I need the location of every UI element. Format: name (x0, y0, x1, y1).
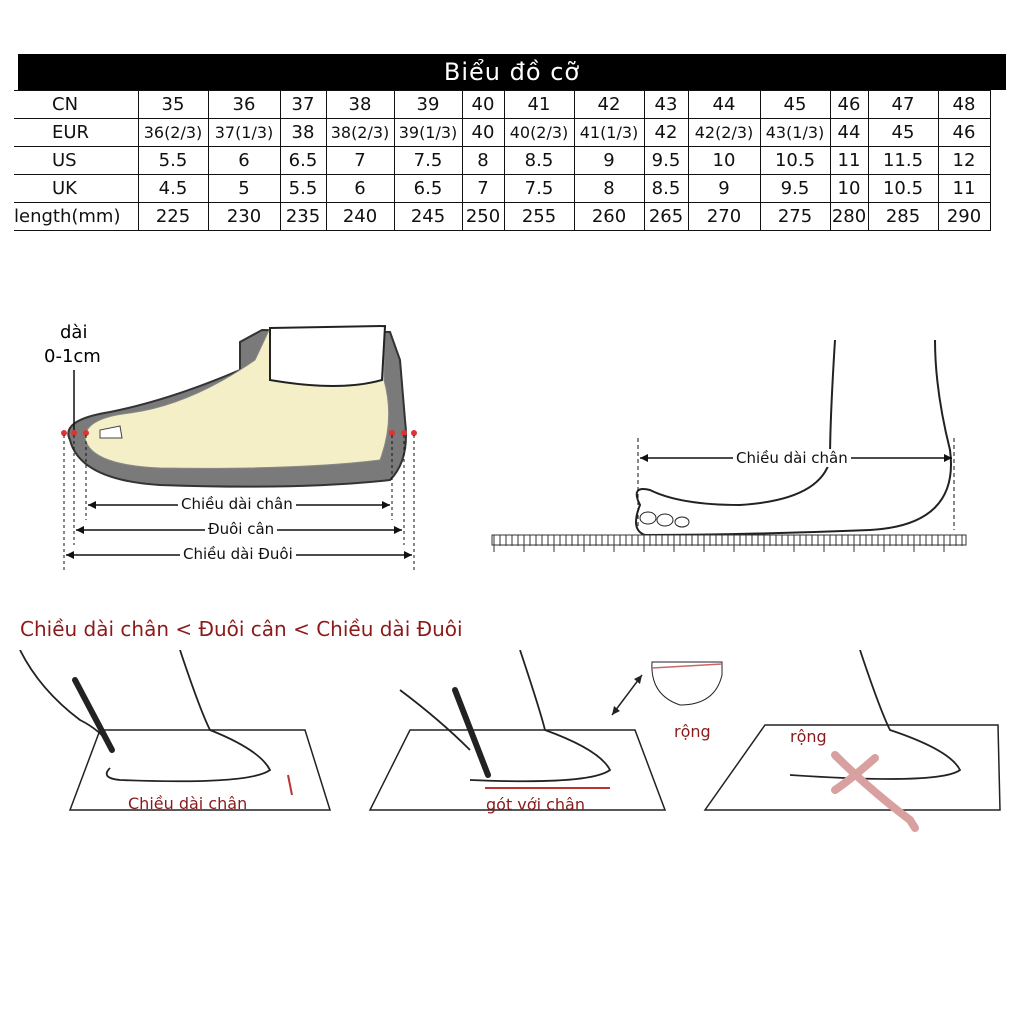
table-cell: 46 (829, 90, 869, 119)
table-cell: 280 (829, 202, 869, 231)
table-cell: 250 (461, 202, 505, 231)
table-cell: 47 (867, 90, 939, 119)
foot-ruler-diagram (491, 339, 967, 552)
table-cell: 11 (937, 174, 991, 203)
dim-foot-length-ruler: Chiều dài chân (733, 449, 851, 467)
table-cell: 240 (325, 202, 395, 231)
table-cell: 12 (937, 146, 991, 175)
table-cell: 11.5 (867, 146, 939, 175)
table-cell: 8.5 (503, 146, 575, 175)
measure-steps (19, 650, 1001, 832)
table-cell: 9.5 (759, 174, 831, 203)
table-cell: 41 (503, 90, 575, 119)
table-cell: 8 (461, 146, 505, 175)
table-cell: 8 (573, 174, 645, 203)
shoe-diagram (61, 324, 417, 570)
table-cell: 10 (687, 146, 761, 175)
table-cell: 43(1/3) (759, 118, 831, 147)
row-label: UK (14, 174, 139, 203)
table-cell: 36(2/3) (137, 118, 209, 147)
table-cell: 230 (207, 202, 281, 231)
table-cell: 5.5 (279, 174, 327, 203)
table-cell: 255 (503, 202, 575, 231)
step3-label: rộng (790, 727, 827, 746)
table-cell: 10 (829, 174, 869, 203)
dim-foot-length: Chiều dài chân (178, 495, 296, 513)
table-cell: 42 (643, 118, 689, 147)
dim-insole: Đuôi cân (205, 520, 278, 538)
size-chart-title: Biểu đồ cỡ (18, 54, 1006, 90)
step2-width-label: rộng (674, 722, 711, 741)
table-cell: 39(1/3) (393, 118, 463, 147)
table-cell: 41(1/3) (573, 118, 645, 147)
table-cell: 40 (461, 90, 505, 119)
table-cell: 38(2/3) (325, 118, 395, 147)
table-cell: 285 (867, 202, 939, 231)
table-cell: 5.5 (137, 146, 209, 175)
table-cell: 6.5 (279, 146, 327, 175)
table-cell: 270 (687, 202, 761, 231)
table-cell: 7.5 (503, 174, 575, 203)
table-cell: 35 (137, 90, 209, 119)
table-cell: 245 (393, 202, 463, 231)
table-cell: 42 (573, 90, 645, 119)
note-label-1: dài (60, 322, 88, 343)
table-cell: 42(2/3) (687, 118, 761, 147)
note-label-2: 0-1cm (44, 346, 101, 367)
table-cell: 275 (759, 202, 831, 231)
table-cell: 38 (325, 90, 395, 119)
table-cell: 8.5 (643, 174, 689, 203)
table-cell: 40(2/3) (503, 118, 575, 147)
table-cell: 37(1/3) (207, 118, 281, 147)
table-cell: 40 (461, 118, 505, 147)
row-label: length(mm) (14, 202, 139, 231)
table-cell: 235 (279, 202, 327, 231)
comparison-text: Chiều dài chân < Đuôi cân < Chiều dài Đu… (20, 617, 463, 641)
dim-total-length: Chiều dài Đuôi (180, 545, 296, 563)
table-cell: 7.5 (393, 146, 463, 175)
table-cell: 48 (937, 90, 991, 119)
table-cell: 45 (867, 118, 939, 147)
table-cell: 6 (207, 146, 281, 175)
table-cell: 9.5 (643, 146, 689, 175)
row-label: US (14, 146, 139, 175)
table-cell: 225 (137, 202, 209, 231)
table-cell: 7 (461, 174, 505, 203)
table-cell: 10.5 (759, 146, 831, 175)
row-label: CN (14, 90, 139, 119)
table-cell: 4.5 (137, 174, 209, 203)
table-cell: 6 (325, 174, 395, 203)
table-cell: 46 (937, 118, 991, 147)
table-cell: 290 (937, 202, 991, 231)
table-cell: 36 (207, 90, 281, 119)
table-cell: 38 (279, 118, 327, 147)
table-cell: 39 (393, 90, 463, 119)
step2-label: gót với chân (486, 795, 585, 814)
table-cell: 37 (279, 90, 327, 119)
table-cell: 260 (573, 202, 645, 231)
row-label: EUR (14, 118, 139, 147)
table-cell: 43 (643, 90, 689, 119)
table-cell: 45 (759, 90, 831, 119)
table-cell: 44 (687, 90, 761, 119)
step1-label: Chiều dài chân (128, 794, 248, 813)
table-cell: 10.5 (867, 174, 939, 203)
table-cell: 44 (829, 118, 869, 147)
table-cell: 11 (829, 146, 869, 175)
table-cell: 265 (643, 202, 689, 231)
table-cell: 9 (687, 174, 761, 203)
table-cell: 5 (207, 174, 281, 203)
table-cell: 6.5 (393, 174, 463, 203)
table-cell: 7 (325, 146, 395, 175)
table-cell: 9 (573, 146, 645, 175)
